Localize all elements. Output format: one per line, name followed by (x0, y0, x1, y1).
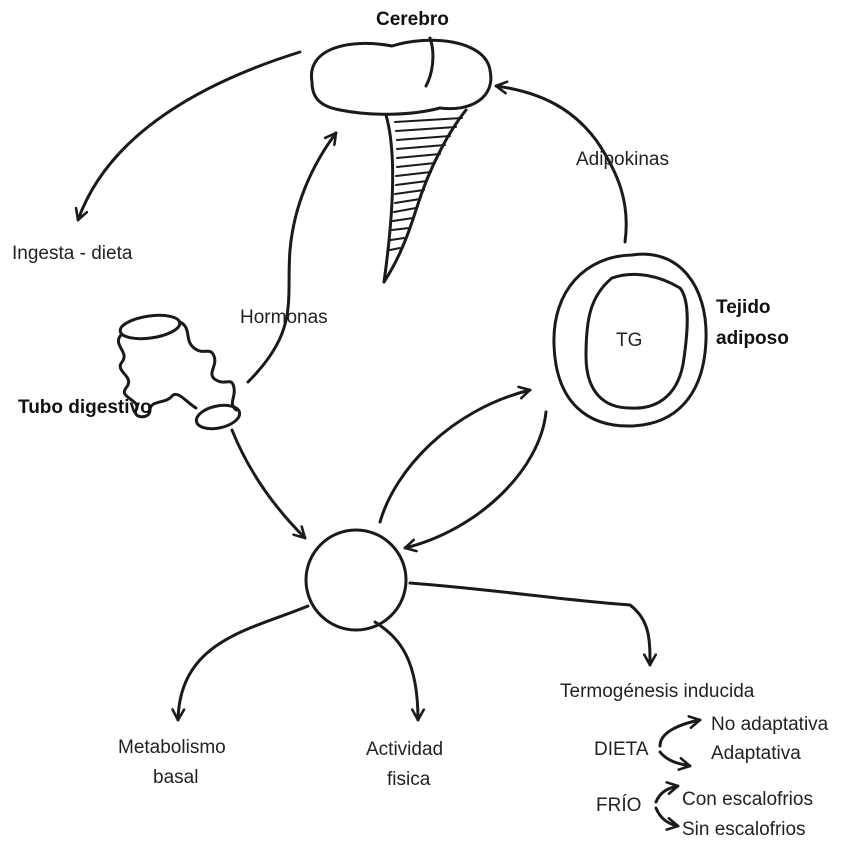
arrow-cell-to-thermogenesis (410, 583, 650, 665)
activity-label-line1: Actividad (366, 738, 443, 762)
arrow-cell-to-activity (375, 622, 418, 720)
basal-label-line2: basal (153, 766, 198, 790)
arrow-gut-to-cell (232, 430, 305, 538)
arrow-brain-to-intake (78, 52, 300, 220)
intake-label: Ingesta - dieta (12, 242, 132, 266)
activity-label-line2: fisica (387, 768, 430, 792)
central-cell-circle (306, 530, 406, 630)
diet-label: DIETA (594, 738, 649, 762)
arrow-cell-to-adipose (380, 390, 530, 522)
arrow-diet-to-non-adaptive (660, 720, 700, 746)
arrow-adipose-to-cell (405, 412, 546, 548)
adipose-label-line2: adiposo (716, 327, 789, 351)
brain-icon (311, 38, 490, 282)
gut-label: Tubo digestivo (18, 396, 152, 420)
basal-label-line1: Metabolismo (118, 736, 226, 760)
without-shivering-label: Sin escalofrios (682, 818, 806, 842)
arrow-cold-to-with-shivering (656, 786, 678, 802)
tg-label: TG (616, 329, 642, 353)
brain-label: Cerebro (376, 8, 449, 32)
hormones-label: Hormonas (240, 306, 328, 330)
arrow-cold-to-without-shivering (656, 808, 678, 826)
adaptive-label: Adaptativa (711, 742, 801, 766)
arrow-cell-to-basal (178, 606, 308, 720)
arrow-diet-to-adaptive (660, 752, 690, 766)
arrow-gut-to-brain (248, 133, 336, 382)
adipose-label-line1: Tejido (716, 296, 771, 320)
non-adaptive-label: No adaptativa (711, 713, 828, 737)
with-shivering-label: Con escalofrios (682, 788, 813, 812)
thermogenesis-label: Termogénesis inducida (560, 680, 754, 704)
cold-label: FRÍO (596, 794, 641, 818)
adipokines-label: Adipokinas (576, 148, 669, 172)
